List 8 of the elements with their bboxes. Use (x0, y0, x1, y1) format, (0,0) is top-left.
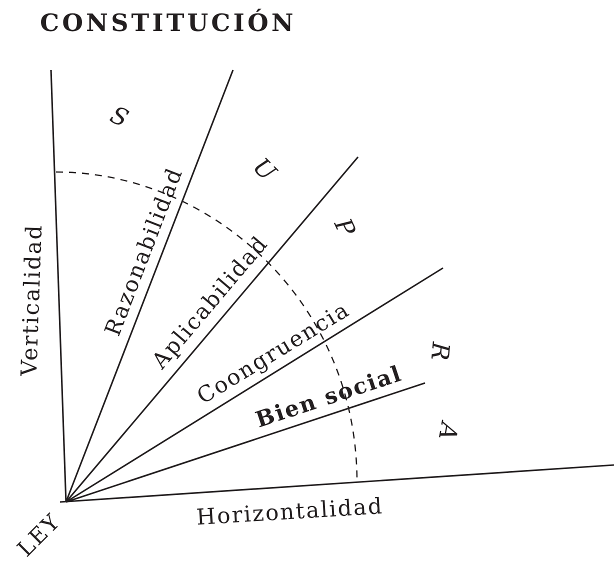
axis-label: Verticalidad (19, 224, 47, 376)
vertical-letter: S (106, 102, 134, 132)
vertical-letter: R (427, 341, 453, 363)
diagram-title: CONSTITUCIÓN (40, 8, 296, 37)
vertical-letter: A (434, 420, 462, 444)
vertical-letter: P (330, 214, 360, 242)
axis-label: Horizontalidad (196, 496, 384, 530)
vertical-letter: U (248, 154, 282, 186)
